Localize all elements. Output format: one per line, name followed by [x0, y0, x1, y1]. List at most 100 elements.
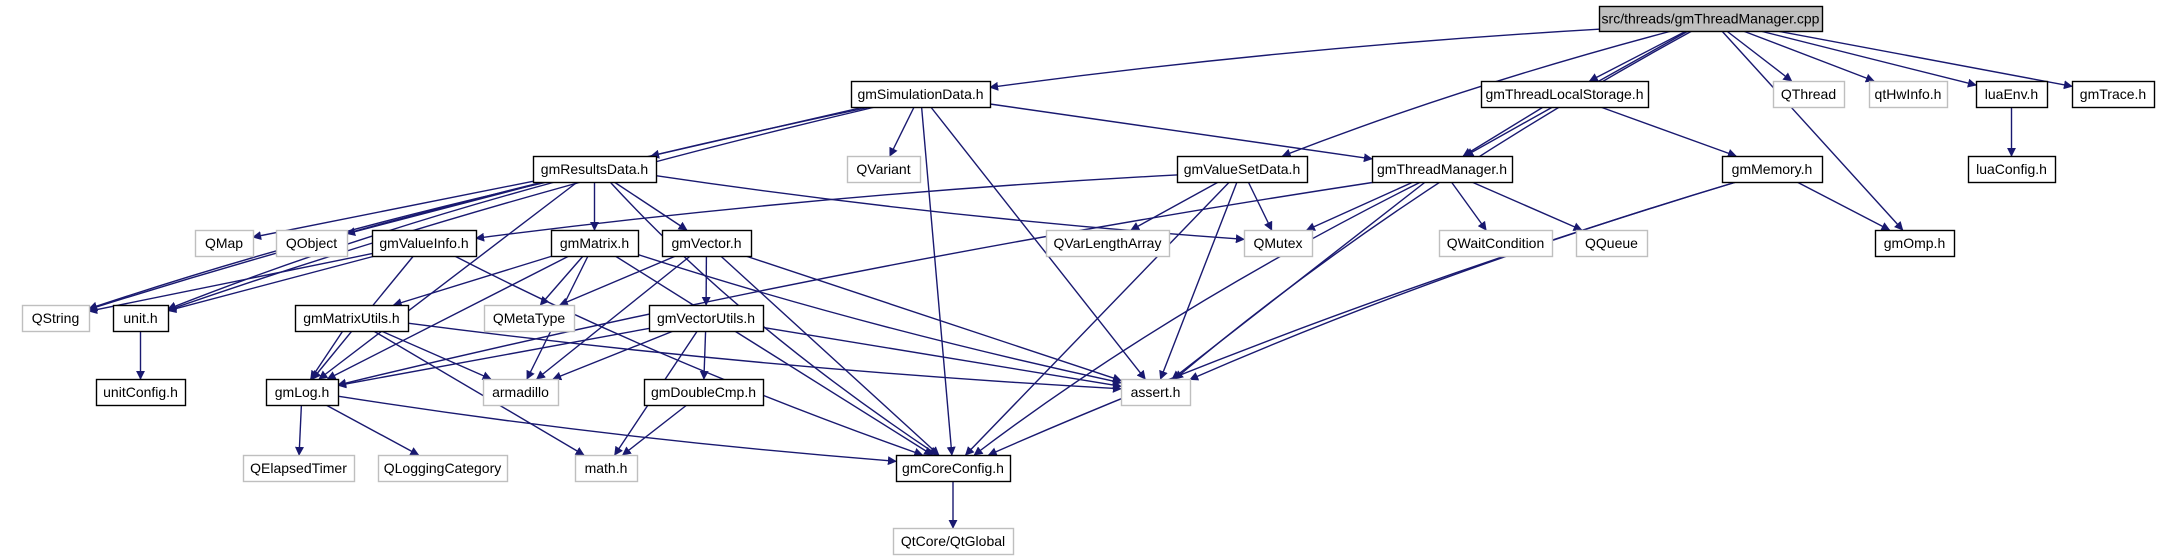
edge-tmh-to-qmutex: [1305, 181, 1414, 231]
edge-valueinfo-to-qstring: [88, 252, 373, 314]
edge-vecutils-to-armadillo: [552, 330, 674, 381]
node-label: QVarLengthArray: [1054, 235, 1162, 251]
edge-matrix-to-assert: [637, 253, 1122, 386]
edge-root-to-omp: [1721, 30, 1904, 231]
node-box: [661, 229, 753, 258]
node-qthread: QThread: [1772, 80, 1846, 109]
edge-vector-to-qmetatype: [558, 255, 676, 306]
node-box: [532, 155, 658, 184]
edge-log-to-qelapsed: [294, 404, 304, 456]
node-gmvector-h[interactable]: gmVector.h: [661, 229, 753, 258]
node-box: [1243, 229, 1314, 258]
node-box: [1120, 378, 1192, 407]
node-gmcoreconfig-h[interactable]: gmCoreConfig.h: [895, 454, 1012, 483]
node-gmvectorutils-h[interactable]: gmVectorUtils.h: [648, 304, 765, 333]
node-qloggingcategory: QLoggingCategory: [377, 454, 509, 483]
edge-vector-to-armadillo: [535, 255, 691, 380]
edge-vector-to-coreconfig: [720, 255, 940, 456]
node-box: [846, 155, 922, 184]
edge-simdata-to-tmh: [989, 103, 1373, 163]
node-gmdoublecmp-h[interactable]: gmDoubleCmp.h: [643, 378, 765, 407]
node-label: unitConfig.h: [103, 384, 178, 400]
edge-root-to-tls: [1588, 30, 1687, 82]
node-armadillo: armadillo: [482, 378, 560, 407]
node-qmetatype: QMetaType: [483, 304, 576, 333]
node-label: QString: [32, 310, 79, 326]
node-gmvalueinfo-h[interactable]: gmValueInfo.h: [371, 229, 478, 258]
node-box: [850, 80, 992, 109]
edge-matutils-to-assert: [407, 322, 1122, 393]
edge-root-to-trace: [1776, 30, 2073, 90]
node-unit-h[interactable]: unit.h: [112, 304, 170, 333]
node-box: [1575, 229, 1649, 258]
node-label: gmLog.h: [275, 384, 329, 400]
node-gmmatrix-h[interactable]: gmMatrix.h: [550, 229, 640, 258]
node-gmmemory-h[interactable]: gmMemory.h: [1721, 155, 1824, 184]
node-label: gmMatrix.h: [560, 235, 629, 251]
node-box: [194, 229, 255, 258]
edge-simdata-to-coreconfig: [920, 106, 956, 456]
node-box: [294, 304, 410, 333]
node-label: gmThreadLocalStorage.h: [1486, 86, 1644, 102]
node-gmthreadlocalstorage-h[interactable]: gmThreadLocalStorage.h: [1480, 80, 1650, 109]
node-qvariant: QVariant: [846, 155, 922, 184]
node-box: [550, 229, 640, 258]
node-label: gmValueInfo.h: [379, 235, 468, 251]
edge-vector-to-assert: [745, 255, 1122, 383]
node-box: [1438, 229, 1554, 258]
edge-valueset-to-qvarlen: [1130, 181, 1219, 231]
node-label: gmCoreConfig.h: [902, 460, 1004, 476]
node-box: [1772, 80, 1846, 109]
node-gmresultsdata-h[interactable]: gmResultsData.h: [532, 155, 658, 184]
node-box: [1967, 155, 2057, 184]
node-src-threads-gmthreadmanager-cpp[interactable]: src/threads/gmThreadManager.cpp: [1598, 5, 1824, 33]
edge-tmh-to-coreconfig: [973, 181, 1422, 456]
nodes-layer: src/threads/gmThreadManager.cpp gmSimulat…: [21, 5, 2156, 556]
node-luaenv-h[interactable]: luaEnv.h: [1975, 80, 2049, 109]
node-label: QElapsedTimer: [250, 460, 347, 476]
node-box: [895, 454, 1012, 483]
edge-matutils-to-log: [310, 330, 344, 380]
node-gmomp-h[interactable]: gmOmp.h: [1874, 229, 1956, 258]
node-label: QMetaType: [493, 310, 566, 326]
node-unitconfig-h[interactable]: unitConfig.h: [95, 378, 187, 407]
node-label: QMutex: [1253, 235, 1302, 251]
edge-simdata-to-unit: [167, 106, 876, 312]
edge-matutils-to-math: [373, 330, 585, 456]
node-qvarlengtharray: QVarLengthArray: [1045, 229, 1171, 258]
node-qqueue: QQueue: [1575, 229, 1649, 258]
edge-log-to-coreconfig: [337, 395, 897, 466]
edge-tls-to-memory: [1600, 106, 1737, 158]
node-qthwinfo-h: qtHwInfo.h: [1868, 80, 1949, 109]
node-gmvaluesetdata-h[interactable]: gmValueSetData.h: [1176, 155, 1309, 184]
node-gmthreadmanager-h[interactable]: gmThreadManager.h: [1371, 155, 1514, 184]
edge-matrix-to-log: [326, 255, 570, 380]
node-box: [1598, 5, 1824, 33]
node-box: [95, 378, 187, 407]
node-gmmatrixutils-h[interactable]: gmMatrixUtils.h: [294, 304, 410, 333]
node-qwaitcondition: QWaitCondition: [1438, 229, 1554, 258]
node-box: [483, 304, 576, 333]
edge-valueset-to-coreconfig: [964, 181, 1230, 456]
node-box: [648, 304, 765, 333]
node-label: armadillo: [492, 384, 549, 400]
node-label: QThread: [1781, 86, 1836, 102]
node-label: QMap: [205, 235, 243, 251]
node-box: [643, 378, 765, 407]
edge-simdata-to-qvariant: [889, 106, 915, 157]
edge-valueinfo-to-coreconfig: [454, 255, 924, 457]
node-gmtrace-h[interactable]: gmTrace.h: [2071, 80, 2156, 109]
node-box: [1045, 229, 1171, 258]
node-qobject: QObject: [275, 229, 349, 258]
node-box: [1371, 155, 1514, 184]
edge-valueset-to-valueinfo: [475, 174, 1178, 242]
node-luaconfig-h[interactable]: luaConfig.h: [1967, 155, 2057, 184]
node-gmlog-h[interactable]: gmLog.h: [265, 378, 340, 407]
node-label: assert.h: [1131, 384, 1181, 400]
node-label: gmThreadManager.h: [1377, 161, 1507, 177]
node-qmap: QMap: [194, 229, 255, 258]
node-box: [482, 378, 560, 407]
node-gmsimulationdata-h[interactable]: gmSimulationData.h: [850, 80, 992, 109]
node-label: src/threads/gmThreadManager.cpp: [1602, 11, 1820, 27]
